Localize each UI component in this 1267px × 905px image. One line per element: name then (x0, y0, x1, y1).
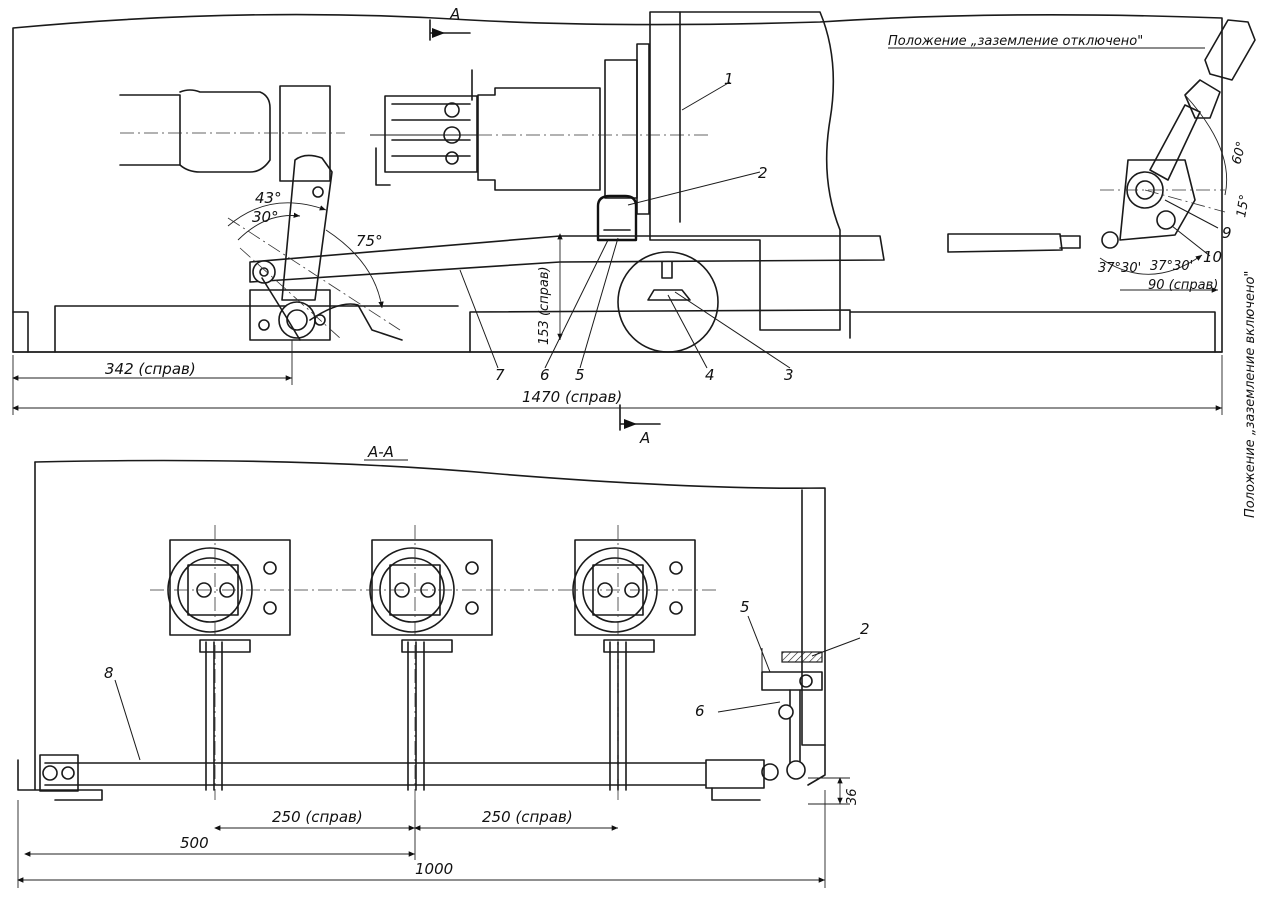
callout-5: 5 (575, 366, 585, 384)
pole-unit-1 (167, 525, 291, 800)
rod-7 (249, 235, 885, 283)
angle-60-text: 60° (1229, 140, 1249, 166)
callout-7: 7 (495, 366, 505, 384)
angle-30-text: 30° (252, 208, 279, 226)
callout-6-section: 6 (695, 702, 705, 720)
angle-15-text: 15° (1234, 193, 1253, 218)
callout-6: 6 (540, 366, 550, 384)
bracket-2-hatched (781, 651, 823, 663)
apparatus-body (649, 11, 841, 331)
pole-unit-3 (572, 525, 696, 800)
callout-4: 4 (705, 366, 715, 384)
dim-500-text: 500 (180, 834, 209, 852)
contact-box (370, 43, 710, 215)
section-outline (34, 459, 826, 786)
base-frame (54, 305, 1216, 353)
callout-8: 8 (104, 664, 114, 682)
position-on-label: Положение „заземление включено" (1243, 271, 1258, 518)
shackle-2 (596, 194, 638, 242)
callout-9: 9 (1222, 224, 1232, 242)
shaft-8 (44, 762, 706, 786)
section-view: А-А (17, 443, 826, 801)
section-dimensions (17, 777, 850, 888)
dim-36-text: 36 (845, 788, 860, 805)
callout-2: 2 (758, 164, 768, 182)
callout-10: 10 (1203, 248, 1222, 266)
dim-153-text: 153 (справ) (537, 266, 552, 345)
dim-250-right-text: 250 (справ) (482, 808, 573, 826)
detail-circle (617, 251, 719, 353)
top-view: А А (12, 5, 1258, 518)
position-off-label: Положение „заземление отключено" (888, 34, 1143, 49)
left-contact-group (119, 85, 345, 182)
dim-250-left-text: 250 (справ) (272, 808, 363, 826)
angle-75-text: 75° (356, 232, 383, 250)
callout-2-section: 2 (860, 620, 870, 638)
dim-90-text: 90 (справ) (1148, 278, 1218, 293)
section-title: А-А (367, 443, 394, 461)
callout-3: 3 (784, 366, 794, 384)
section-label-top: А (449, 5, 460, 23)
drive-handle-group (947, 19, 1256, 293)
callout-1: 1 (724, 70, 734, 88)
dim-342-text: 342 (справ) (105, 360, 196, 378)
lever-assembly (227, 154, 403, 341)
angle-37-30-right: 37°30' (1150, 259, 1193, 274)
cabinet-outline (12, 13, 1223, 353)
pole-unit-2 (369, 525, 493, 800)
angle-43-text: 43° (255, 189, 282, 207)
section-label-bottom: А (639, 429, 650, 447)
angle-37-30-left: 37°30' (1098, 261, 1141, 276)
callout-5-section: 5 (740, 598, 750, 616)
dim-1470-text: 1470 (справ) (522, 388, 622, 406)
dim-1000-text: 1000 (415, 860, 453, 878)
